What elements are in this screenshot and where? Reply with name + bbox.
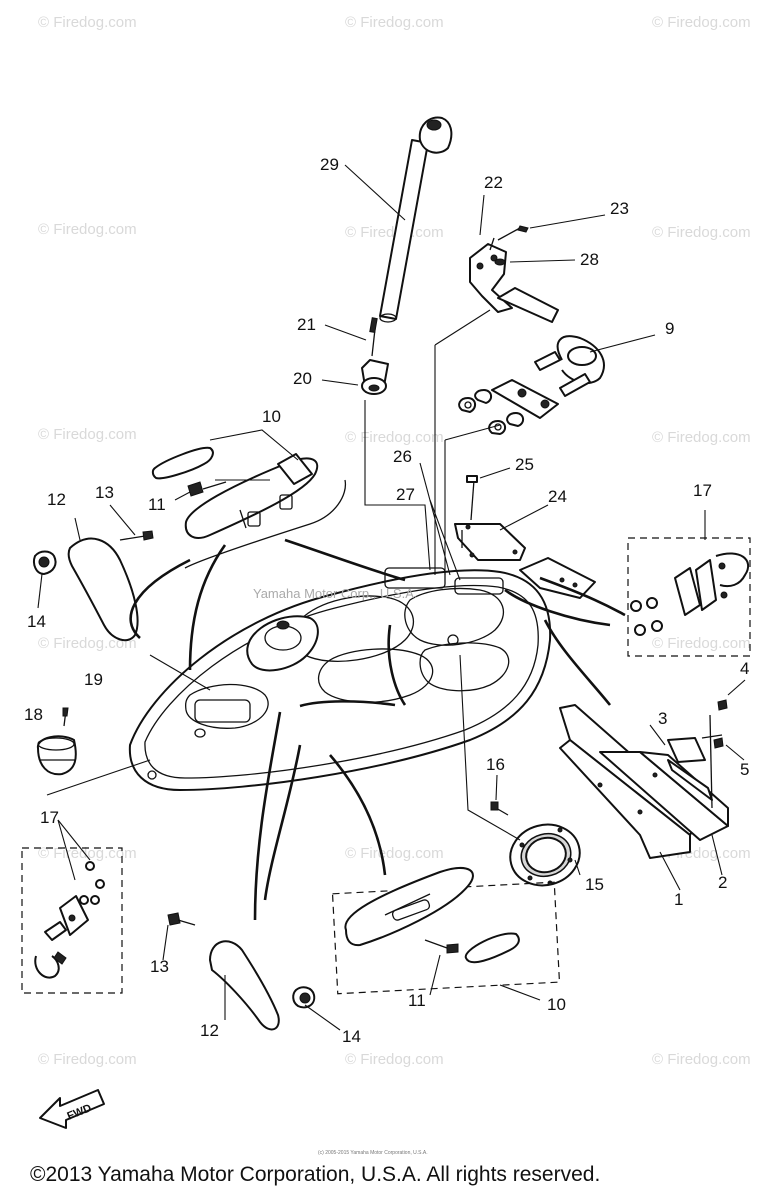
watermark: © Firedog.com [38, 845, 137, 862]
watermark: © Firedog.com [652, 224, 751, 241]
part-label: 1 [674, 890, 683, 909]
part-label: 11 [408, 991, 426, 1010]
mount-plate [454, 475, 596, 599]
part-labels: 29 22 23 28 9 21 20 10 26 25 27 24 17 12… [24, 155, 749, 1046]
watermark: © Firedog.com [38, 14, 137, 31]
part-label: 27 [396, 485, 415, 504]
drain-cap [37, 707, 77, 776]
watermark: © Firedog.com [345, 1051, 444, 1068]
copyright-notice: ©2013 Yamaha Motor Corporation, U.S.A. A… [30, 1163, 601, 1186]
part-label: 19 [84, 670, 103, 689]
part-label: 17 [40, 808, 59, 827]
part-label: 25 [515, 455, 534, 474]
part-label: 12 [200, 1021, 219, 1040]
connector-lines [129, 538, 626, 921]
part-label: 9 [665, 319, 674, 338]
watermark: © Firedog.com [345, 845, 444, 862]
part-label: 17 [693, 481, 712, 500]
part-label: 3 [658, 709, 667, 728]
grab-handle-upper [33, 530, 154, 642]
watermark: © Firedog.com [652, 429, 751, 446]
part-label: 13 [95, 483, 114, 502]
part-label: 18 [24, 705, 43, 724]
watermark: © Firedog.com [345, 14, 444, 31]
watermark: © Firedog.com [652, 14, 751, 31]
leader-lines [37, 164, 746, 1031]
cleat-upper [151, 446, 347, 569]
watermark: © Firedog.com [38, 1051, 137, 1068]
part-label: 14 [342, 1027, 361, 1046]
fwd-arrow: FWD [39, 1089, 105, 1129]
grab-handle-lower [167, 912, 316, 1031]
part-label: 2 [718, 873, 727, 892]
part-label: 22 [484, 173, 503, 192]
watermark: © Firedog.com [345, 429, 444, 446]
part-label: 12 [47, 490, 66, 509]
watermark: © Firedog.com [652, 1051, 751, 1068]
detail-box-17-right [627, 537, 751, 657]
part-label: 14 [27, 612, 46, 631]
part-label: 21 [297, 315, 316, 334]
part-label: 24 [548, 487, 567, 506]
tow-hook-assembly-right [630, 552, 750, 636]
detail-box-17-left [21, 847, 123, 994]
hull-deck: Yamaha Motor Corp., U.S.A. [128, 567, 552, 791]
tow-hook-assembly-left [34, 861, 105, 979]
hull-mark: Yamaha Motor Corp., U.S.A. [253, 586, 418, 601]
watermark: © Firedog.com [38, 221, 137, 238]
hatch-ring [490, 801, 581, 887]
steering-pole [379, 116, 453, 323]
part-label: 13 [150, 957, 169, 976]
fine-print: (c) 2005-2015 Yamaha Motor Corporation, … [318, 1150, 428, 1156]
part-label: 4 [740, 659, 749, 678]
part-label: 10 [262, 407, 281, 426]
watermark: © Firedog.com [38, 635, 137, 652]
part-label: 23 [610, 199, 629, 218]
tow-eye [458, 287, 605, 435]
part-label: 16 [486, 755, 505, 774]
watermark: © Firedog.com [38, 426, 137, 443]
part-label: 15 [585, 875, 604, 894]
steering-bushing [361, 317, 389, 395]
part-label: 10 [547, 995, 566, 1014]
part-label: 20 [293, 369, 312, 388]
cleat-lower [344, 867, 520, 964]
part-label: 5 [740, 760, 749, 779]
part-label: 29 [320, 155, 339, 174]
part-label: 11 [148, 495, 166, 514]
part-label: 28 [580, 250, 599, 269]
part-label: 26 [393, 447, 412, 466]
watermark: © Firedog.com [652, 635, 751, 652]
rail-assembly [559, 699, 729, 859]
